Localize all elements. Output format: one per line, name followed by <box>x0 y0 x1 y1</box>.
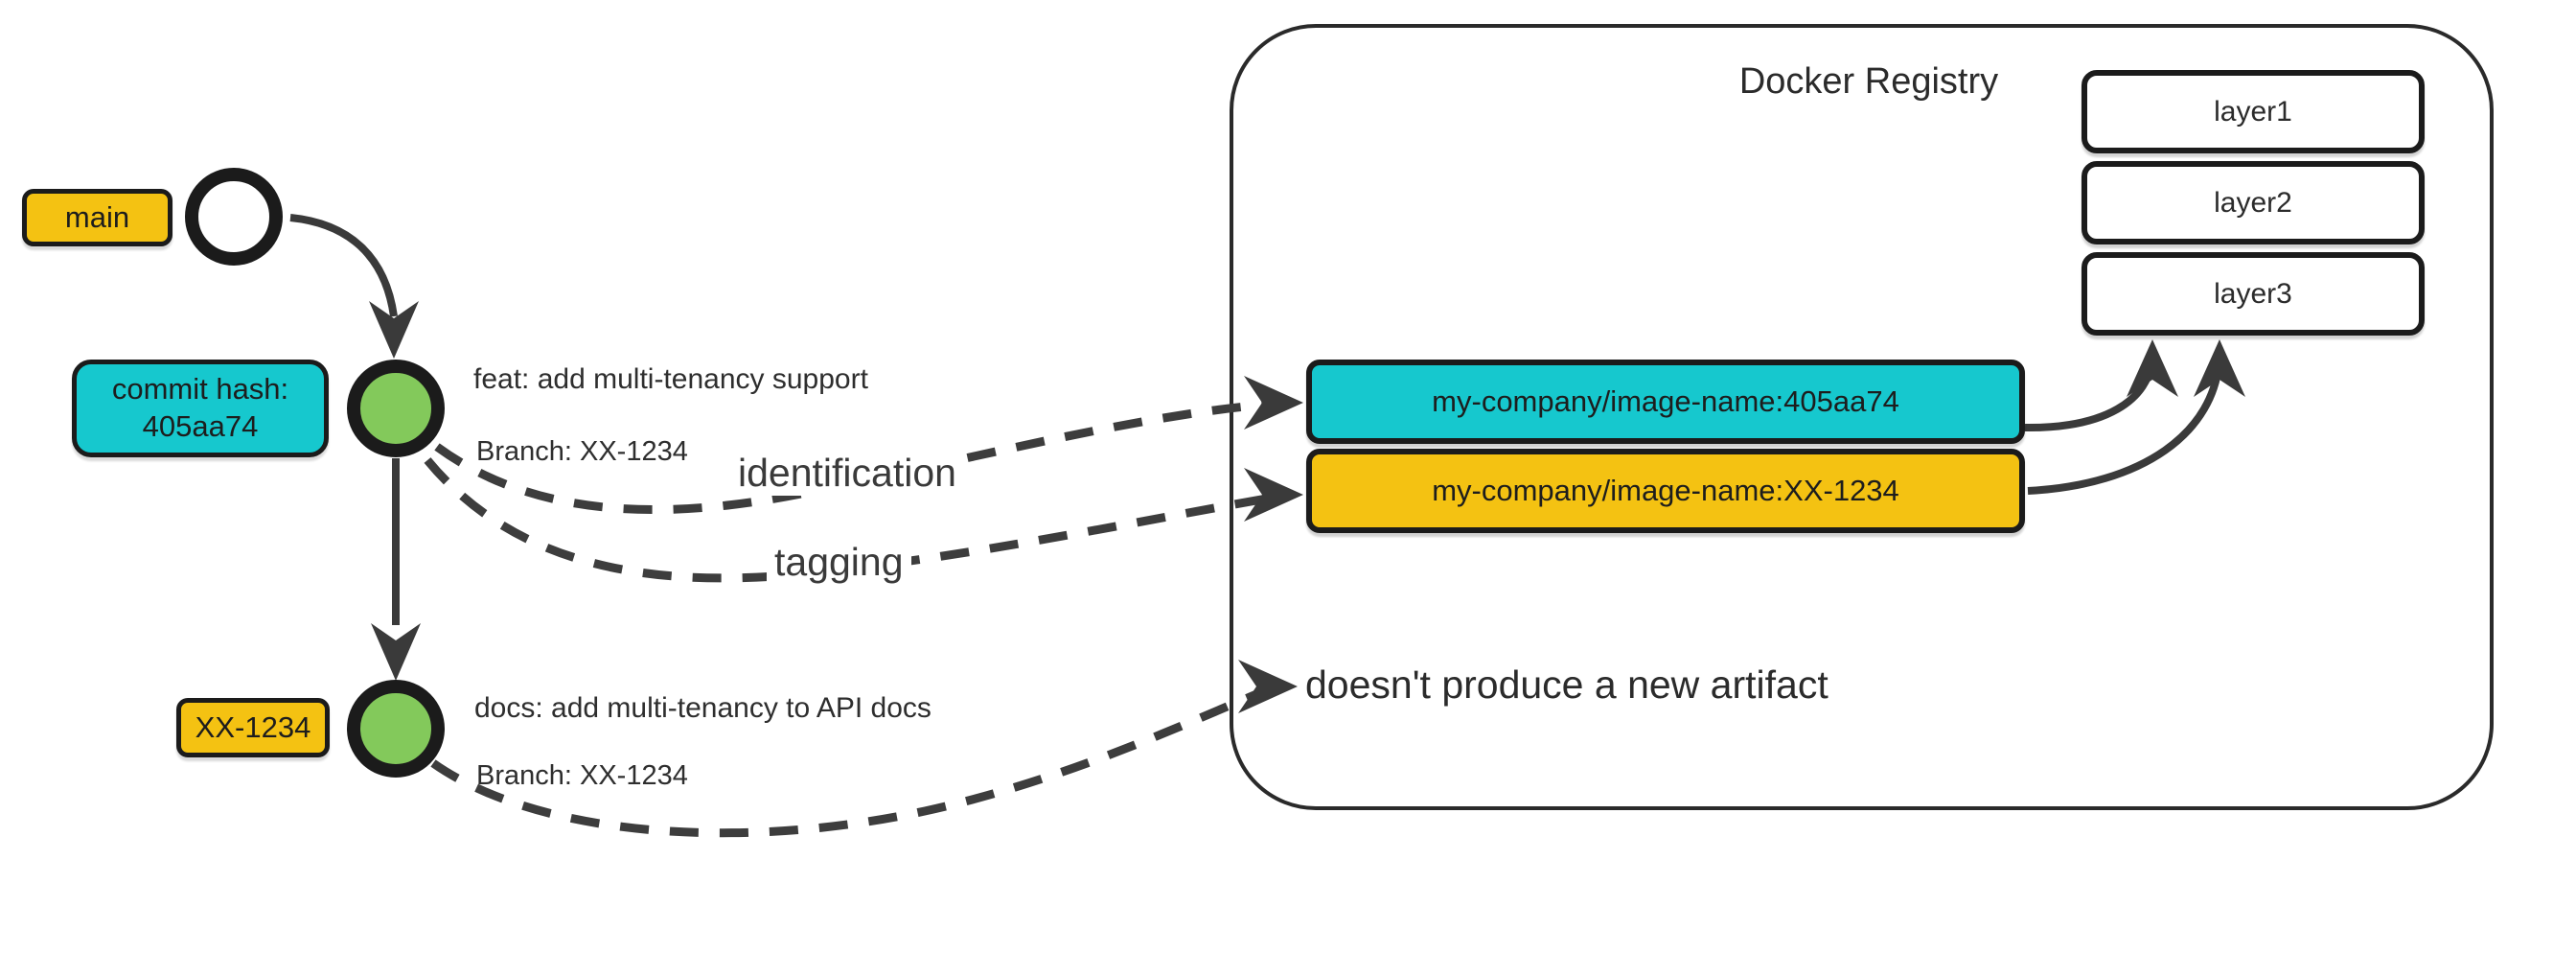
arrowhead-no-artifact-icon <box>1238 660 1298 713</box>
image-tag-name: my-company/image-name:XX-1234 <box>1432 474 1899 507</box>
layer-2-label: layer2 <box>2214 186 2292 219</box>
image-hash-name: my-company/image-name:405aa74 <box>1432 384 1899 418</box>
layer-3-label: layer3 <box>2214 277 2292 310</box>
commit-node-initial <box>185 168 283 266</box>
image-box-tag: my-company/image-name:XX-1234 <box>1306 449 2025 533</box>
layer-box-1: layer1 <box>2082 70 2425 153</box>
arrowhead-up-hash-icon <box>2127 339 2178 397</box>
arrowhead-up-tag-icon <box>2194 339 2245 397</box>
layer-box-2: layer2 <box>2082 161 2425 244</box>
image-box-hash: my-company/image-name:405aa74 <box>1306 360 2025 444</box>
branch-badge-feature: XX-1234 <box>176 698 330 757</box>
arrowhead-down-commit1-icon <box>369 301 419 359</box>
edge-no-artifact-dashed <box>430 685 1271 838</box>
edge-label-no-artifact: doesn't produce a new artifact <box>1305 662 1828 707</box>
arrowhead-identification-icon <box>1244 376 1303 430</box>
commit-hash-badge: commit hash: 405aa74 <box>72 360 329 457</box>
commit2-branch: Branch: XX-1234 <box>476 760 688 791</box>
commit-hash-line1: commit hash: <box>111 372 289 407</box>
commit2-message: docs: add multi-tenancy to API docs <box>474 692 932 724</box>
commit-node-1 <box>347 360 445 457</box>
commit1-message: feat: add multi-tenancy support <box>473 363 868 395</box>
edge-label-identification: identification <box>730 451 964 496</box>
layer-1-label: layer1 <box>2214 95 2292 128</box>
branch-badge-feature-label: XX-1234 <box>195 710 311 744</box>
edge-label-tagging: tagging <box>767 540 911 585</box>
docker-registry-container <box>1230 24 2494 810</box>
branch-badge-main: main <box>22 189 172 246</box>
commit-hash-line2: 405aa74 <box>142 409 259 443</box>
arrowhead-tagging-icon <box>1244 468 1303 522</box>
branch-badge-main-label: main <box>64 200 130 234</box>
layer-box-3: layer3 <box>2082 252 2425 336</box>
registry-title: Docker Registry <box>1738 61 1999 102</box>
commit-node-2 <box>347 680 445 778</box>
arrow-image-tag-to-layer3 <box>2027 356 2223 495</box>
commit1-branch: Branch: XX-1234 <box>476 436 688 467</box>
arrowhead-down-commit2-icon <box>371 623 421 681</box>
arrow-main-to-commit1 <box>289 214 398 317</box>
